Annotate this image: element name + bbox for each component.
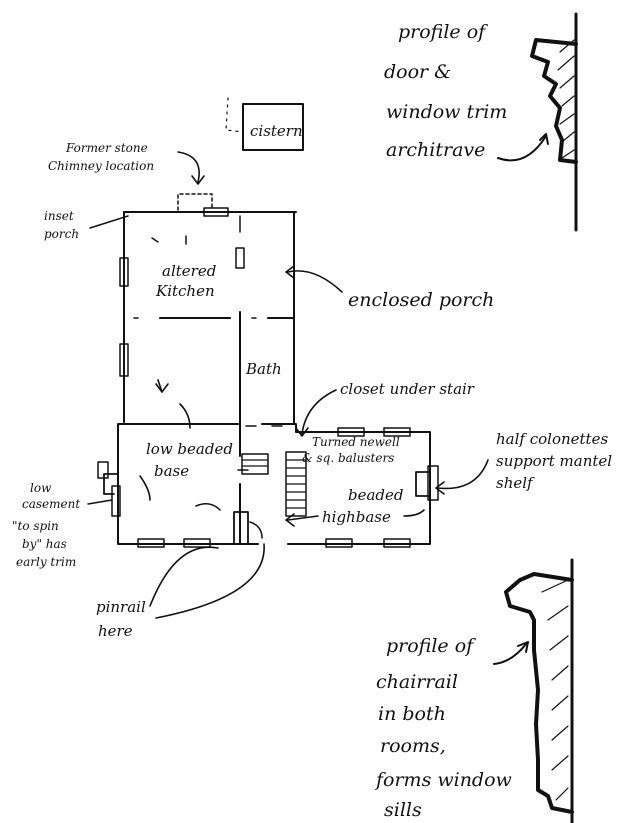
svg-text:porch: porch (44, 227, 79, 241)
svg-text:early trim: early trim (16, 555, 76, 569)
svg-text:Former stone: Former stone (65, 141, 148, 155)
chairrail-label: profile of chairrail in both rooms, form… (374, 635, 512, 821)
enclosed-porch-label: enclosed porch (285, 265, 494, 311)
svg-text:low beaded: low beaded (146, 440, 233, 458)
low-casement-label: low casement "to spin by" has early trim (12, 481, 113, 569)
svg-text:here: here (98, 622, 133, 640)
svg-text:Chimney location: Chimney location (48, 159, 154, 173)
svg-text:by" has: by" has (22, 537, 67, 551)
beaded-highbase-label: beaded highbase (285, 486, 425, 527)
former-chimney-label: Former stone Chimney location (48, 141, 205, 185)
floor-plan (97, 193, 439, 548)
svg-text:shelf: shelf (496, 474, 535, 492)
svg-text:altered: altered (162, 262, 216, 280)
svg-text:base: base (154, 462, 189, 480)
svg-text:profile of: profile of (398, 21, 488, 43)
svg-text:low: low (30, 481, 52, 495)
svg-text:casement: casement (22, 497, 80, 511)
svg-text:enclosed porch: enclosed porch (348, 289, 494, 311)
svg-text:beaded: beaded (348, 486, 404, 504)
svg-text:profile of: profile of (386, 635, 476, 657)
svg-text:support mantel: support mantel (496, 452, 612, 470)
bath-label: Bath (245, 360, 282, 378)
svg-text:& sq. balusters: & sq. balusters (302, 451, 394, 465)
turned-newell-label: Turned newell & sq. balusters (302, 435, 400, 465)
door-window-trim-label: profile of door & window trim architrave (384, 21, 507, 161)
pinrail-label: pinrail here (96, 543, 265, 640)
svg-text:in both: in both (378, 703, 446, 725)
svg-text:cistern: cistern (250, 122, 303, 140)
cistern: cistern (225, 97, 304, 151)
svg-text:"to spin: "to spin (12, 519, 59, 533)
svg-text:forms window: forms window (374, 769, 512, 791)
svg-text:highbase: highbase (322, 508, 391, 526)
altered-kitchen-label: altered Kitchen (155, 262, 216, 300)
chairrail-profile (493, 558, 574, 823)
svg-text:half colonettes: half colonettes (496, 430, 608, 448)
svg-text:pinrail: pinrail (96, 598, 146, 616)
inset-porch-label: inset porch (44, 209, 129, 241)
svg-text:closet under stair: closet under stair (340, 380, 475, 398)
svg-text:architrave: architrave (386, 139, 485, 161)
svg-text:Bath: Bath (245, 360, 282, 378)
svg-text:Kitchen: Kitchen (155, 282, 215, 300)
closet-under-stair-label: closet under stair (295, 380, 475, 437)
door-window-trim-profile (497, 12, 578, 232)
svg-text:window trim: window trim (386, 101, 507, 123)
low-beaded-base-label: low beaded base (139, 379, 233, 501)
svg-text:rooms,: rooms, (380, 735, 446, 757)
svg-text:sills: sills (384, 799, 422, 821)
svg-text:Turned newell: Turned newell (312, 435, 400, 449)
svg-text:chairrail: chairrail (376, 671, 458, 693)
svg-text:inset: inset (44, 209, 74, 223)
half-colonettes-label: half colonettes support mantel shelf (435, 430, 612, 495)
svg-text:door &: door & (384, 61, 451, 83)
